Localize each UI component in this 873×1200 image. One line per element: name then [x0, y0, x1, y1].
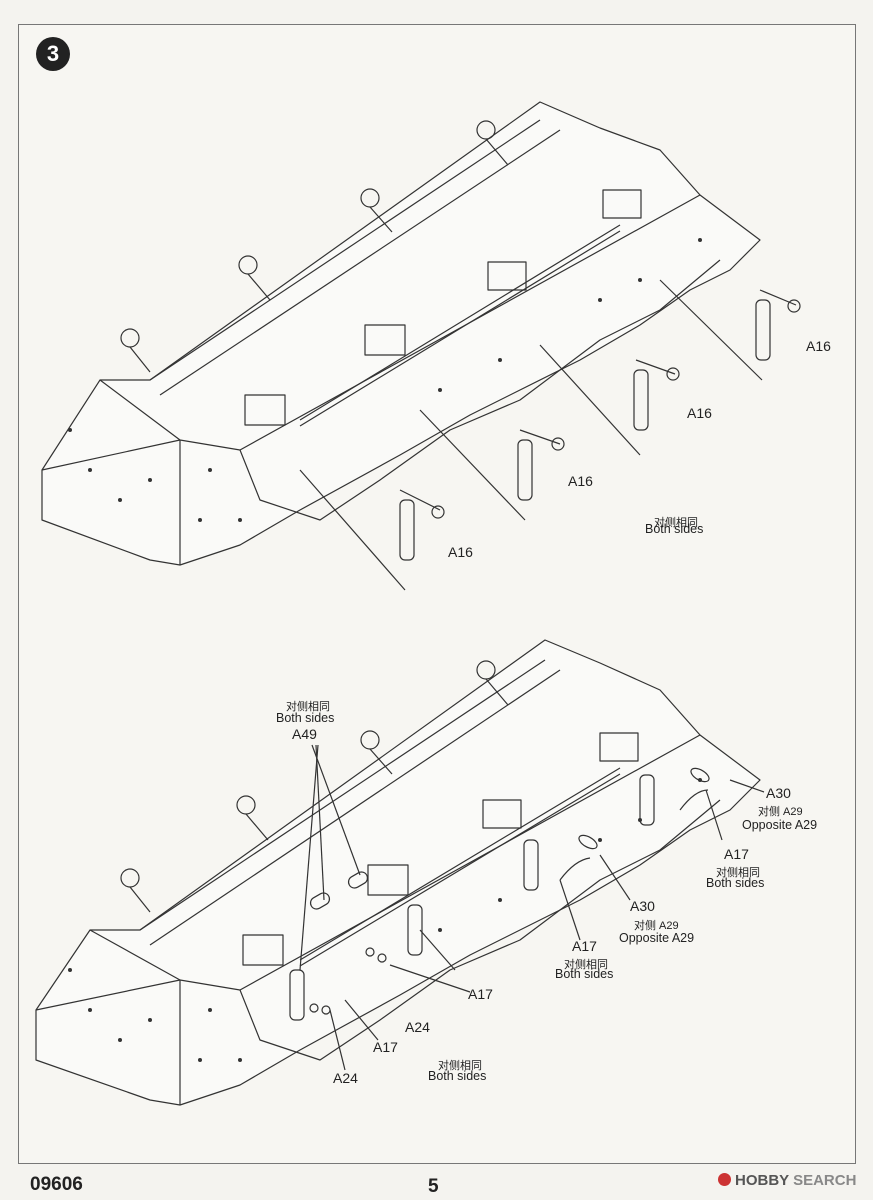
page-number: 5 [428, 1176, 439, 1197]
product-code: 09606 [30, 1174, 83, 1195]
watermark-brand: HOBBY [735, 1172, 789, 1189]
a30-right-note-en: Opposite A29 [742, 818, 818, 832]
a30-mid-note-cn: 对侧 A29 [634, 920, 679, 932]
part-label-a24-right: A24 [405, 1019, 430, 1035]
part-label-a16-mid-left: A16 [568, 473, 593, 489]
part-label-a30-right: A30 [766, 785, 791, 801]
lower-bottom-note-cn: 对侧相同 [438, 1060, 482, 1072]
step-number-badge: 3 [36, 37, 70, 71]
a30-mid-note-en: Opposite A29 [619, 931, 695, 945]
watermark-rest: SEARCH [793, 1172, 857, 1189]
part-label-a24-left: A24 [333, 1070, 358, 1086]
lower-top-note-cn: 对侧相同 [286, 701, 330, 713]
part-label-a30-mid: A30 [630, 898, 655, 914]
a17-mid-note-en: Both sides [555, 967, 614, 981]
part-label-a16-right: A16 [806, 338, 831, 354]
part-label-a16-left: A16 [448, 544, 473, 560]
part-label-a49: A49 [292, 726, 317, 742]
a30-right-note-cn: 对侧 A29 [758, 806, 803, 818]
hobbysearch-logo-icon [718, 1173, 731, 1186]
a17-mid-note-cn: 对侧相同 [564, 959, 608, 971]
part-label-a17-mid: A17 [572, 938, 597, 954]
part-label-a17-left: A17 [373, 1039, 398, 1055]
part-label-a17-lower-mid: A17 [468, 986, 493, 1002]
part-label-a16-mid-right: A16 [687, 405, 712, 421]
lower-hull-drawing [35, 639, 765, 1106]
upper-hull-drawing [41, 101, 801, 591]
part-label-a17-right: A17 [724, 846, 749, 862]
a17-right-note-cn: 对侧相同 [716, 867, 760, 879]
upper-note-cn: 对侧相同 [654, 517, 698, 529]
lower-bottom-note-en: Both sides [428, 1069, 487, 1083]
watermark: HOBBY SEARCH [718, 1172, 856, 1189]
a17-right-note-en: Both sides [706, 876, 765, 890]
upper-note-en: Both sides [645, 522, 704, 536]
lower-top-note-en: Both sides [276, 711, 335, 725]
